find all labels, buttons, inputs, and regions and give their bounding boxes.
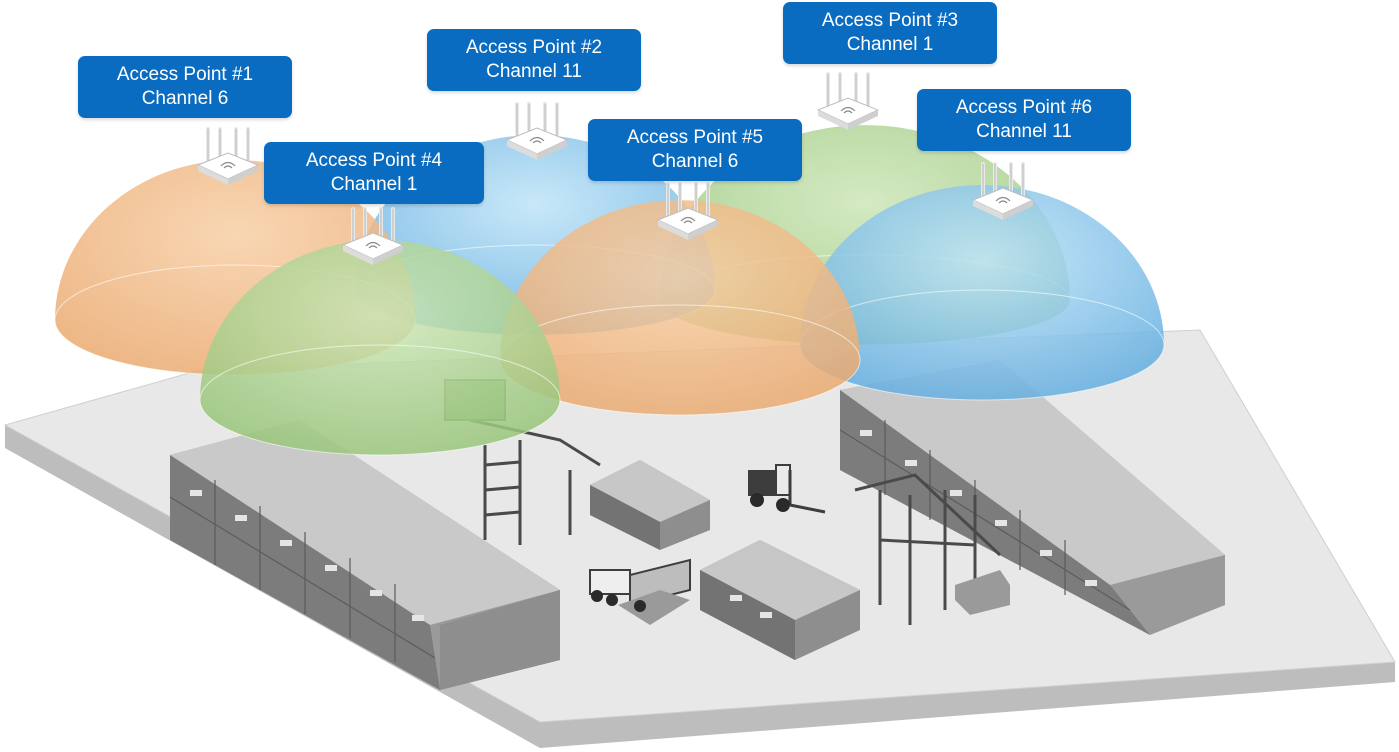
ap-name: Access Point #1 (116, 64, 254, 85)
container-stack-left (169, 420, 560, 690)
ap-channel: Channel 1 (846, 34, 934, 55)
container-stack-small (590, 460, 710, 550)
ap-channel: Channel 11 (486, 61, 582, 82)
ap-label-6: Access Point #6 Channel 11 (917, 89, 1131, 151)
coverage-dome-ap4 (199, 240, 561, 456)
ap-name: Access Point #2 (465, 37, 603, 58)
container-stack-right (839, 360, 1225, 635)
ap-channel: Channel 11 (976, 121, 1072, 142)
container-on-crane (955, 570, 1010, 615)
ap-label-3: Access Point #3 Channel 1 (783, 2, 997, 64)
ap-label-2: Access Point #2 Channel 11 (427, 29, 641, 91)
ap-name: Access Point #3 (821, 10, 959, 31)
truck-icon (589, 558, 691, 625)
wireless-router-icon (505, 102, 569, 160)
forklift-icon (748, 464, 826, 514)
ap-name: Access Point #5 (626, 127, 764, 148)
wireless-router-icon (196, 127, 260, 185)
ap-label-4: Access Point #4 Channel 1 (264, 142, 484, 204)
ap-label-1: Access Point #1 Channel 6 (78, 56, 292, 118)
ap-name: Access Point #6 (955, 97, 1093, 118)
wireless-router-icon (656, 182, 720, 240)
container-stack-center (700, 540, 860, 660)
ap-channel: Channel 6 (141, 88, 229, 109)
wireless-router-icon (816, 72, 880, 130)
ap-label-5: Access Point #5 Channel 6 (588, 119, 802, 181)
ap-channel: Channel 6 (651, 151, 739, 172)
wireless-router-icon (341, 207, 405, 265)
ap-channel: Channel 1 (330, 174, 418, 195)
wireless-router-icon (971, 162, 1035, 220)
gantry-crane-icon (854, 473, 1002, 625)
ap-name: Access Point #4 (305, 150, 443, 171)
